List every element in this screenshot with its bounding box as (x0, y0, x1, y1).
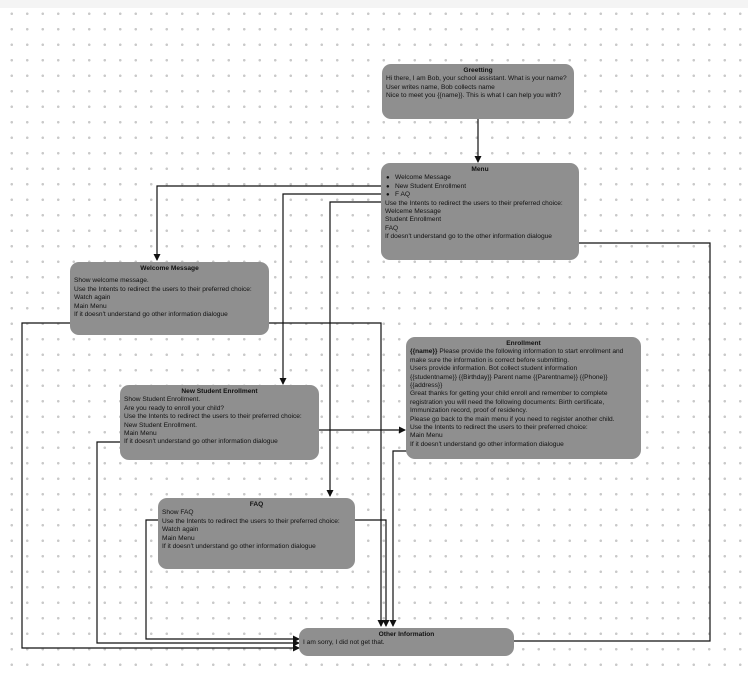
enrollment-title: Enrollment (506, 340, 541, 347)
connector-faq-right-to-other (355, 519, 390, 627)
menu-line: Student Enrollment (385, 216, 442, 224)
other-information-line: I am sorry, I did not get that. (303, 639, 385, 647)
connector-menu-to-other (514, 242, 711, 642)
connector-menu-to-welcome (153, 185, 382, 261)
welcome-message-line: Main Menu (74, 302, 107, 310)
greeting-title: Greetting (463, 67, 493, 74)
faq-line: If it doesn't understand go other inform… (162, 543, 316, 551)
faq-title: FAQ (249, 501, 264, 508)
enrollment-line: Immunization record, proof of residency. (410, 407, 528, 415)
connector-menu-to-faq (326, 201, 382, 497)
faq-line: Main Menu (162, 534, 195, 542)
connector-enrollment-to-other (389, 450, 408, 627)
menu-line: Use the Intents to redirect the users to… (385, 199, 563, 207)
greeting-line: User writes name, Bob collects name (386, 83, 495, 91)
welcome-message-title: Welcome Message (140, 265, 199, 272)
new-student-enrollment-node[interactable]: New Student Enrollment Show Student Enro… (120, 385, 319, 460)
new-student-enrollment-line: Are you ready to enroll your child? (124, 404, 225, 412)
menu-title: Menu (471, 166, 489, 173)
connector-menu-to-new-student (279, 193, 382, 385)
faq-node[interactable]: FAQ Show FAQ Use the Intents to redirect… (158, 498, 355, 569)
enrollment-line: Main Menu (410, 432, 443, 440)
connector-welcome-to-other (269, 322, 385, 627)
other-information-node[interactable]: Other Information I am sorry, I did not … (299, 628, 514, 656)
greeting-line: Hi there, I am Bob, your school assistan… (386, 75, 567, 83)
enrollment-line: If it doesn't understand go other inform… (410, 440, 564, 448)
enrollment-line: Use the Intents to redirect the users to… (410, 424, 588, 432)
other-information-title: Other Information (378, 631, 435, 638)
faq-line: Use the Intents to redirect the users to… (162, 517, 340, 525)
enrollment-line: registration you will need the following… (410, 398, 605, 406)
new-student-enrollment-title: New Student Enrollment (181, 388, 258, 395)
greeting-node[interactable]: Greetting Hi there, I am Bob, your schoo… (382, 64, 574, 119)
connector-welcome-left-to-other (21, 322, 300, 652)
new-student-enrollment-line: Show Student Enrollment. (124, 396, 201, 404)
new-student-enrollment-line: Use the Intents to redirect the users to… (124, 413, 302, 421)
enrollment-name-token: {{name}} (410, 348, 438, 356)
menu-node[interactable]: Menu Welcome Message New Student Enrollm… (381, 163, 579, 260)
menu-line: If doesn't understand go to the other in… (385, 233, 552, 241)
enrollment-intro: {{name}} Please provide the following in… (410, 348, 637, 365)
menu-line: Welceme Message (385, 208, 441, 216)
welcome-message-line: Watch again (74, 294, 111, 302)
menu-bullet-item: Welcome Message (385, 174, 575, 183)
faq-line: Watch again (162, 526, 199, 534)
new-student-enrollment-line: If it doesn't understand go other inform… (124, 438, 278, 446)
connector-faq-to-other (145, 519, 300, 643)
enrollment-line: {{address}} (410, 382, 443, 390)
welcome-message-node[interactable]: Welcome Message Show welcome message. Us… (70, 262, 269, 335)
new-student-enrollment-line: Main Menu (124, 430, 157, 438)
menu-bullet-item: F AQ (385, 191, 575, 200)
enrollment-line: {{studentname}} {{Birthday}} Parent name… (410, 373, 608, 381)
enrollment-line: Great thanks for getting your child enro… (410, 390, 608, 398)
enrollment-node[interactable]: Enrollment {{name}} Please provide the f… (406, 337, 641, 459)
greeting-line: Nice to meet you {{name}}. This is what … (386, 92, 562, 100)
welcome-message-line: Use the Intents to redirect the users to… (74, 285, 252, 293)
welcome-message-line: Show welcome message. (74, 277, 149, 285)
enrollment-line: Users provide information. Bot collect s… (410, 365, 578, 373)
enrollment-intro-text: Please provide the following information… (410, 348, 624, 364)
connector-new-student-to-other (96, 441, 300, 647)
faq-line: Show FAQ (162, 509, 194, 517)
welcome-message-line: If it doesn't understand go other inform… (74, 311, 228, 319)
new-student-enrollment-line: New Student Enrollment. (124, 421, 197, 429)
enrollment-line: Please go back to the main menu if you n… (410, 415, 615, 423)
canvas-top-strip (0, 0, 748, 8)
menu-line: FAQ (385, 224, 399, 232)
menu-bullet-item: New Student Enrollment (385, 183, 575, 192)
